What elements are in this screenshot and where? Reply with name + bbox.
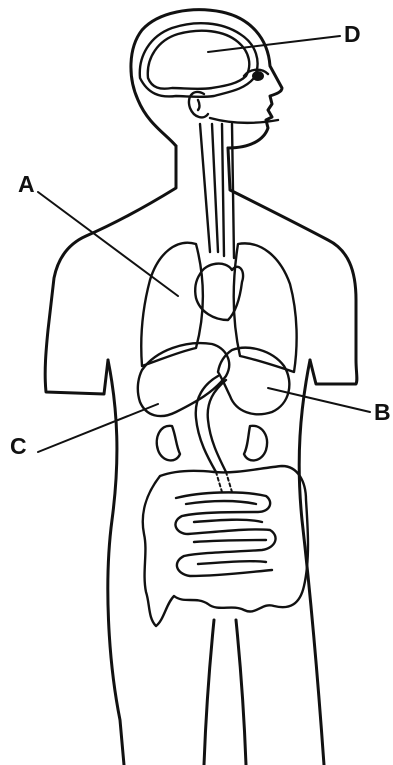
brain-outline [140, 23, 258, 97]
label-b: B [374, 399, 391, 425]
trachea-esophagus [200, 118, 278, 258]
large-intestine [143, 466, 308, 626]
duodenum [196, 376, 232, 492]
pointer-line-b [268, 388, 370, 412]
pointer-line-a [38, 192, 178, 296]
label-d: D [344, 21, 361, 47]
liver [138, 343, 229, 416]
body-outline [45, 10, 357, 765]
pointer-line-d [208, 36, 340, 52]
small-intestine [175, 492, 275, 576]
label-c: C [10, 433, 27, 459]
label-a: A [18, 171, 35, 197]
pointer-line-c [38, 404, 158, 452]
